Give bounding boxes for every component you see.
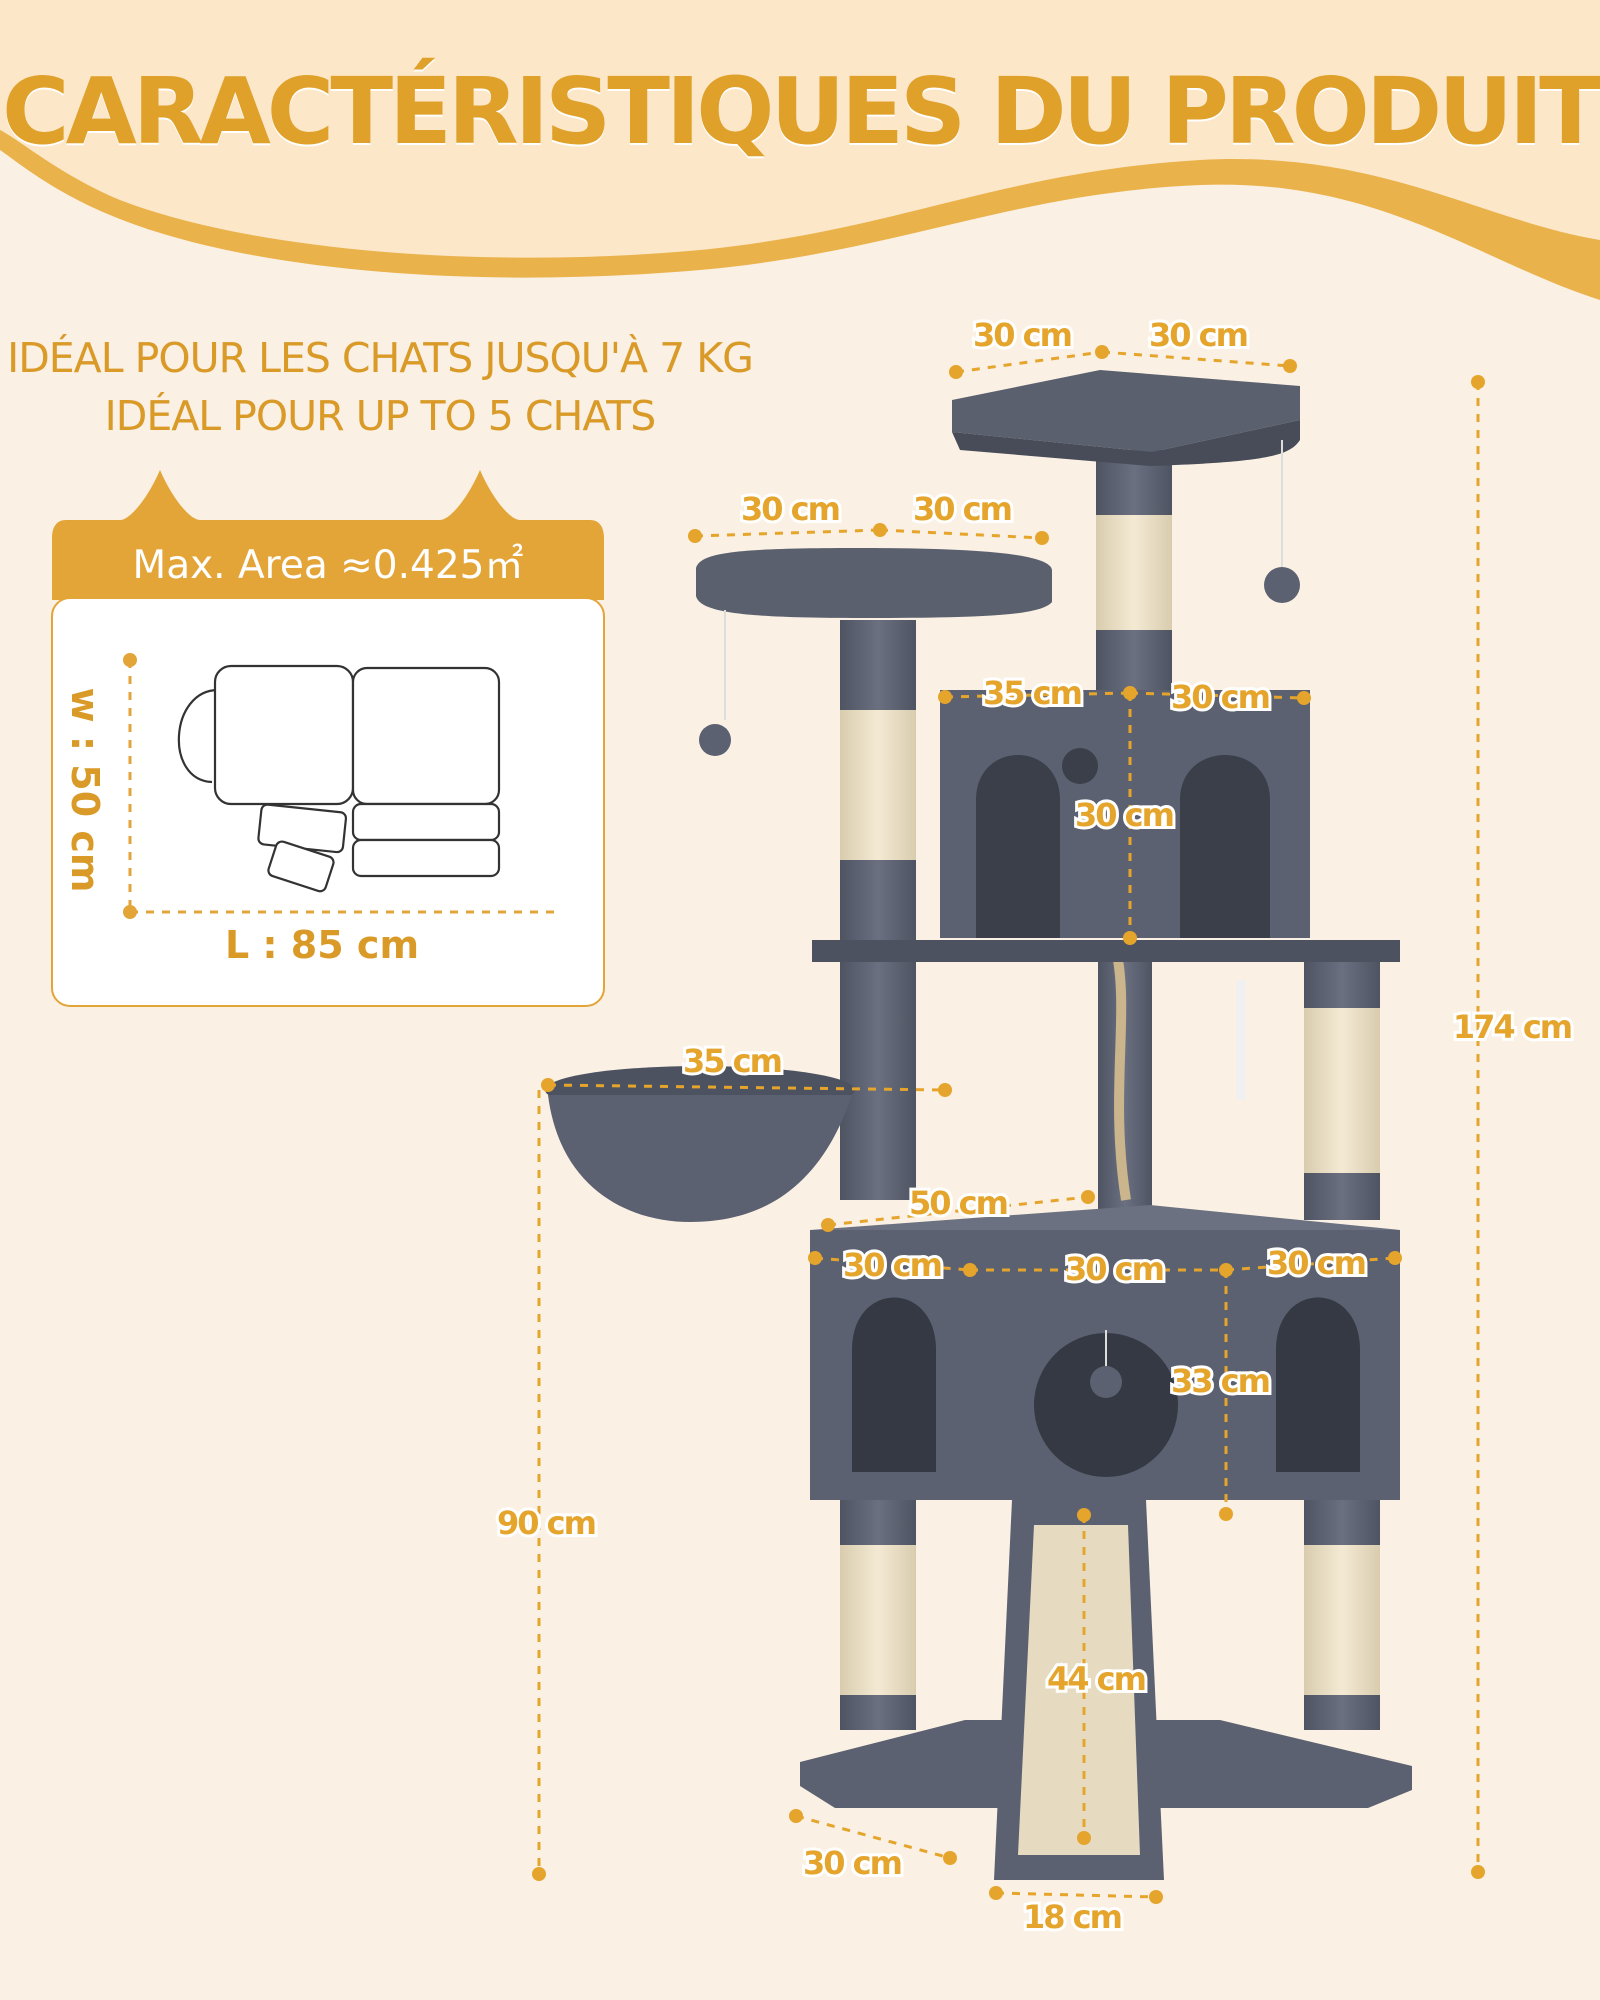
dim-left-platform-left: 30 cm [741,490,839,528]
upper-condo [812,690,1400,962]
dim-basket: 35 cm [683,1042,781,1080]
dim-ramp-width: 18 cm [1023,1898,1121,1936]
page-title: CARACTÉRISTIQUES DU PRODUIT [2,58,1600,165]
width-label: w : 50 cm [63,688,107,893]
left-platform [696,548,1052,756]
dim-base-condo-depth: 50 cm [909,1184,1007,1222]
top-platform [952,370,1300,603]
scratching-ramp [994,1500,1164,1880]
dimension-lines [537,350,1480,1899]
base-condo [810,1205,1400,1500]
header-wave [0,0,1600,300]
dim-condo-top-left: 35 cm [983,674,1081,712]
posts [840,450,1380,1730]
dim-total-height: 174 cm [1453,1008,1571,1046]
area-card: Max. Area ≈0.425㎡ w : 50 cm L : 85 cm [51,470,605,1007]
footprint-outline-icon [177,664,501,893]
length-label: L : 85 cm [225,923,419,967]
dim-base-depth: 30 cm [803,1844,901,1882]
dim-base-condo-height: 33 cm [1171,1362,1269,1400]
dim-basket-height: 90 cm [497,1504,595,1542]
dimension-endpoints [532,345,1485,1904]
cat-capacity-text: IDÉAL POUR UP TO 5 CHATS [104,392,657,440]
dim-condo-height: 30 cm [1075,796,1173,834]
card-title: Max. Area ≈0.425㎡ [133,543,524,588]
dim-base-condo-left: 30 cm [843,1246,941,1284]
weight-capacity-text: IDÉAL POUR LES CHATS JUSQU'À 7 KG [7,334,754,382]
hammock-basket [545,1066,855,1222]
card-header [52,470,604,600]
dim-condo-top-right: 30 cm [1171,678,1269,716]
dim-top-platform-left: 30 cm [973,316,1071,354]
dim-top-platform-right: 30 cm [1149,316,1247,354]
dim-left-platform-right: 30 cm [913,490,1011,528]
dim-base-condo-right: 30 cm [1267,1244,1365,1282]
dim-base-condo-mid: 30 cm [1065,1250,1163,1288]
dim-ramp-length: 44 cm [1047,1660,1145,1698]
